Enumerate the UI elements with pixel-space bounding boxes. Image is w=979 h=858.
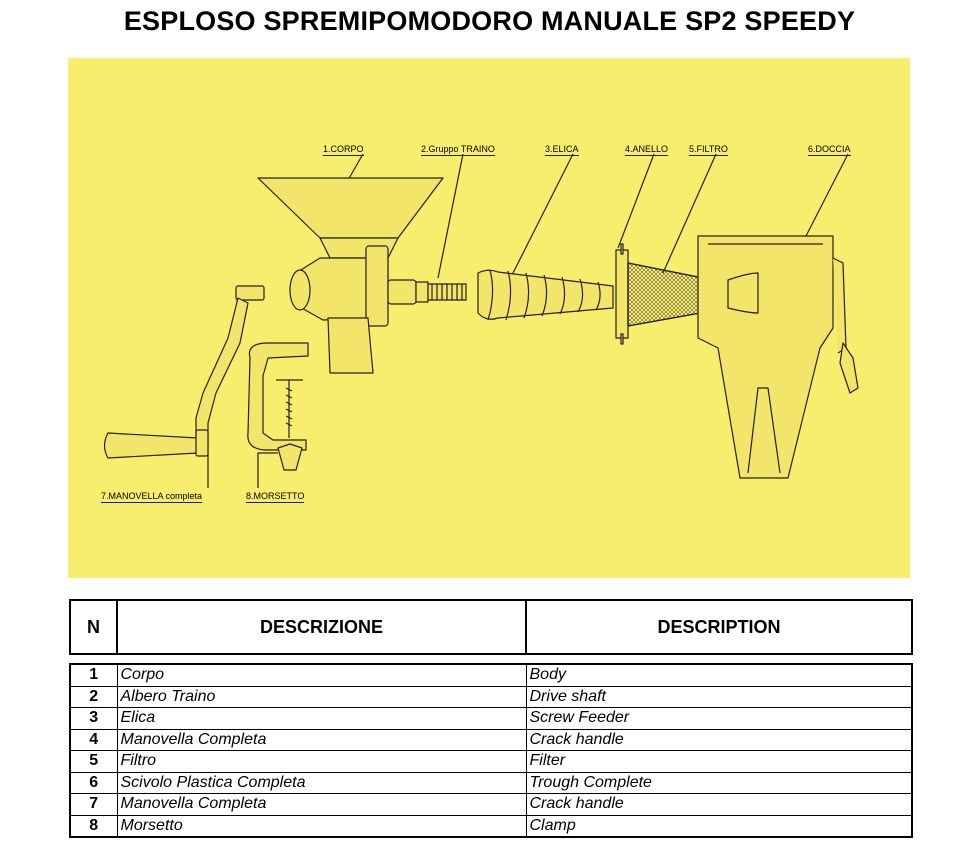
leader-elica (507, 153, 574, 284)
part-anello (615, 243, 629, 345)
row-descrizione: Scivolo Plastica Completa (116, 771, 527, 794)
leader-manovella (178, 452, 209, 488)
row-descrizione: Morsetto (116, 814, 527, 838)
callout-number: 7. (101, 491, 109, 501)
callout-number: 3. (545, 144, 553, 154)
row-descrizione: Manovella Completa (116, 793, 527, 816)
leader-morsetto (257, 452, 278, 488)
row-description: Filter (525, 750, 913, 773)
row-description: Body (525, 663, 913, 687)
callout-text: MORSETTO (253, 491, 305, 501)
callout-number: 6. (808, 144, 816, 154)
row-descrizione: Filtro (116, 750, 527, 773)
row-number: 6 (69, 771, 118, 794)
part-elica (477, 269, 614, 321)
row-number: 5 (69, 750, 118, 773)
callout-text: FILTRO (696, 144, 728, 154)
row-number: 4 (69, 728, 118, 751)
callout-label-morsetto: 8.MORSETTO (246, 491, 305, 503)
leader-doccia (805, 153, 849, 237)
exploded-view-drawing (103, 153, 859, 488)
row-description: Trough Complete (525, 771, 913, 794)
leader-filtro (662, 153, 717, 274)
callout-text: Gruppo TRAINO (428, 144, 495, 154)
part-gruppo-traino (387, 279, 467, 305)
header-description: DESCRIPTION (525, 600, 913, 654)
callout-number: 5. (689, 144, 697, 154)
header-descrizione: DESCRIZIONE (116, 600, 527, 654)
callout-number: 1. (323, 144, 331, 154)
parts-table-header: N DESCRIZIONE DESCRIPTION (69, 599, 913, 655)
callout-number: 2. (421, 144, 429, 154)
callout-label-doccia: 6.DOCCIA (808, 144, 851, 156)
part-doccia (697, 235, 859, 479)
header-row: N DESCRIZIONE DESCRIPTION (69, 600, 913, 654)
page-title: ESPLOSO SPREMIPOMODORO MANUALE SP2 SPEED… (123, 6, 856, 36)
callout-label-filtro: 5.FILTRO (689, 144, 728, 156)
part-manovella (103, 285, 265, 459)
callout-text: MANOVELLA completa (108, 491, 203, 501)
callout-label-gruppo-traino: 2.Gruppo TRAINO (421, 144, 495, 156)
row-descrizione: Corpo (116, 663, 527, 687)
callout-text: CORPO (330, 144, 364, 154)
callout-text: ELICA (552, 144, 579, 154)
exploded-diagram: 1.CORPO 2.Gruppo TRAINO 3.ELICA 4.ANELLO… (68, 58, 910, 578)
row-description: Drive shaft (525, 685, 913, 708)
row-description: Clamp (525, 814, 913, 838)
row-descrizione: Manovella Completa (116, 728, 527, 751)
row-number: 1 (69, 663, 118, 687)
row-description: Crack handle (525, 728, 913, 751)
row-description: Crack handle (525, 793, 913, 816)
row-description: Screw Feeder (525, 707, 913, 730)
row-number: 7 (69, 793, 118, 816)
row-number: 2 (69, 685, 118, 708)
row-descrizione: Albero Traino (116, 685, 527, 708)
leader-traino (437, 153, 464, 279)
callout-text: ANELLO (632, 144, 669, 154)
callout-label-elica: 3.ELICA (545, 144, 579, 156)
callout-label-anello: 4.ANELLO (625, 144, 669, 156)
callout-number: 4. (625, 144, 633, 154)
row-descrizione: Elica (116, 707, 527, 730)
header-n: N (69, 600, 118, 654)
callout-label-corpo: 1.CORPO (323, 144, 364, 156)
leader-anello (617, 153, 655, 249)
callout-label-manovella: 7.MANOVELLA completa (101, 491, 203, 503)
callout-number: 8. (246, 491, 254, 501)
part-corpo (257, 177, 444, 374)
callout-text: DOCCIA (815, 144, 851, 154)
part-morsetto (247, 342, 309, 471)
row-number: 3 (69, 707, 118, 730)
row-number: 8 (69, 814, 118, 838)
